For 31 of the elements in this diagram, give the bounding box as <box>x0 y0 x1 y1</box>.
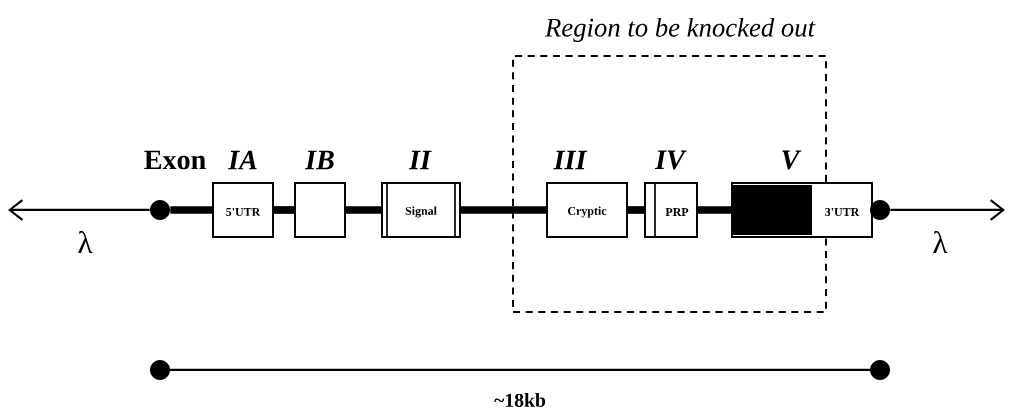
exon-box <box>294 182 346 238</box>
exon-box <box>644 182 698 238</box>
exon-box <box>731 182 873 238</box>
exon-name: Signal <box>405 206 437 218</box>
exon-box <box>381 182 461 238</box>
connector-line <box>346 206 382 214</box>
dimension-label: ~18kb <box>494 393 546 407</box>
exon-name: 5'UTR <box>226 208 261 216</box>
exon-number: V <box>782 150 802 170</box>
end-dot <box>150 200 170 220</box>
connector-line <box>628 206 644 214</box>
end-dot <box>870 200 890 220</box>
exon-number: IA <box>227 150 257 170</box>
arrow <box>8 199 150 221</box>
connector-line <box>698 206 731 214</box>
exon-number: II <box>408 150 432 170</box>
exon-name: Cryptic <box>568 206 607 218</box>
arrow <box>890 199 1005 221</box>
exon-heading: Exon <box>144 150 206 170</box>
edge-label: λ <box>933 231 948 253</box>
edge-label: λ <box>78 231 93 253</box>
region-title: Region to be knocked out <box>544 17 816 43</box>
connector-line <box>274 206 294 214</box>
exon-name: PRP <box>665 208 689 216</box>
exon-number: IB <box>304 150 334 170</box>
exon-number: III <box>553 150 588 170</box>
connector-line <box>461 206 546 214</box>
exon-box <box>546 182 628 238</box>
exon-name: 3'UTR <box>825 207 860 216</box>
exon-box <box>212 182 274 238</box>
exon-number: IV <box>654 150 687 170</box>
